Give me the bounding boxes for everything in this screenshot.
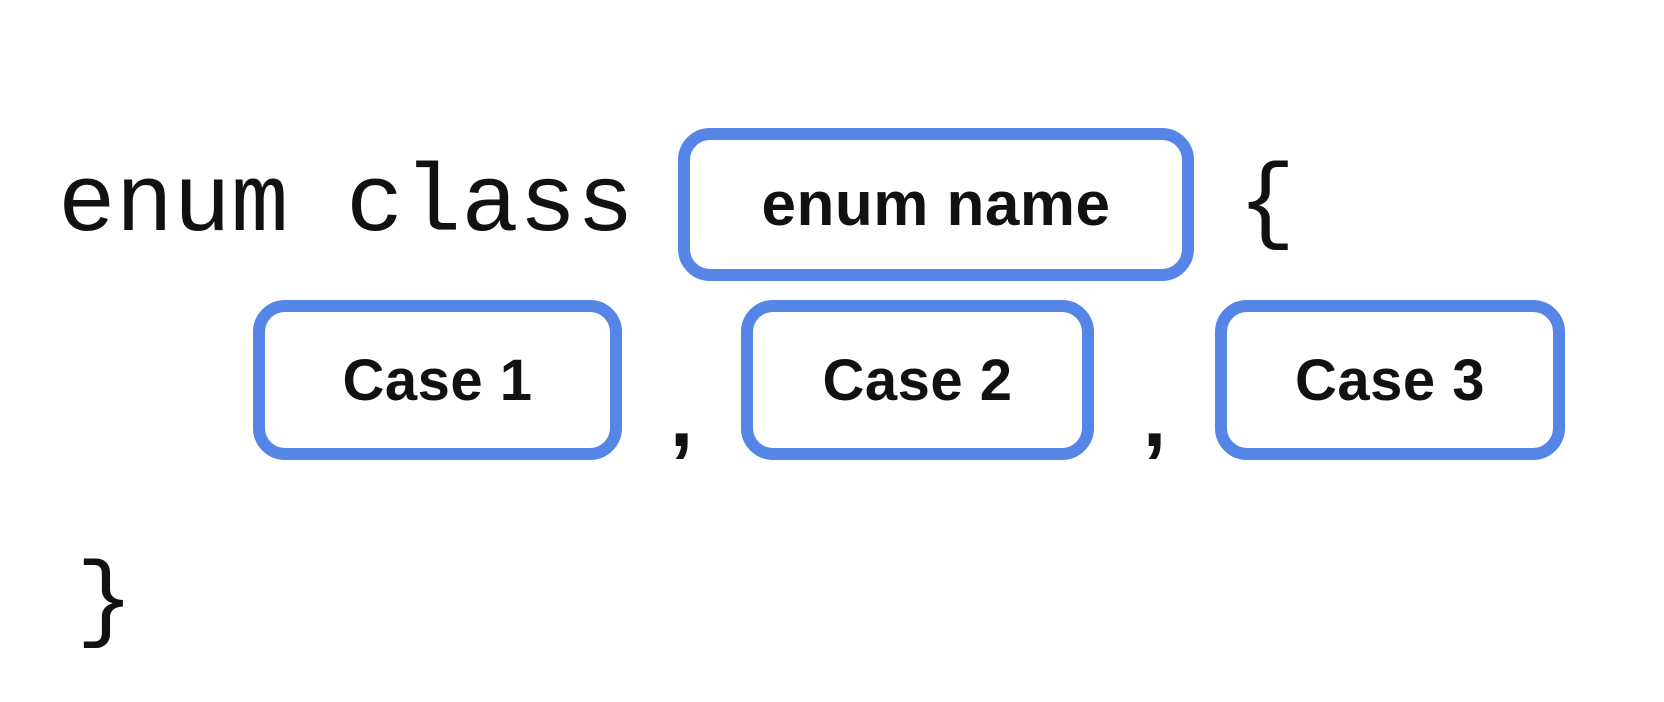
close-brace: } xyxy=(76,548,134,657)
case-2-label: Case 2 xyxy=(822,347,1013,413)
open-brace: { xyxy=(1238,149,1296,259)
case-1-label: Case 1 xyxy=(342,347,533,413)
case-1-box: Case 1 xyxy=(253,300,622,460)
separator-comma-2: , xyxy=(1142,370,1167,465)
case-3-box: Case 3 xyxy=(1215,300,1565,460)
enum-name-label: enum name xyxy=(761,170,1111,239)
case-3-label: Case 3 xyxy=(1294,347,1486,413)
case-2-box: Case 2 xyxy=(741,300,1094,460)
separator-comma-1: , xyxy=(669,370,694,465)
keyword-enum-class: enum class xyxy=(58,149,635,259)
enum-name-placeholder-box: enum name xyxy=(678,128,1194,281)
